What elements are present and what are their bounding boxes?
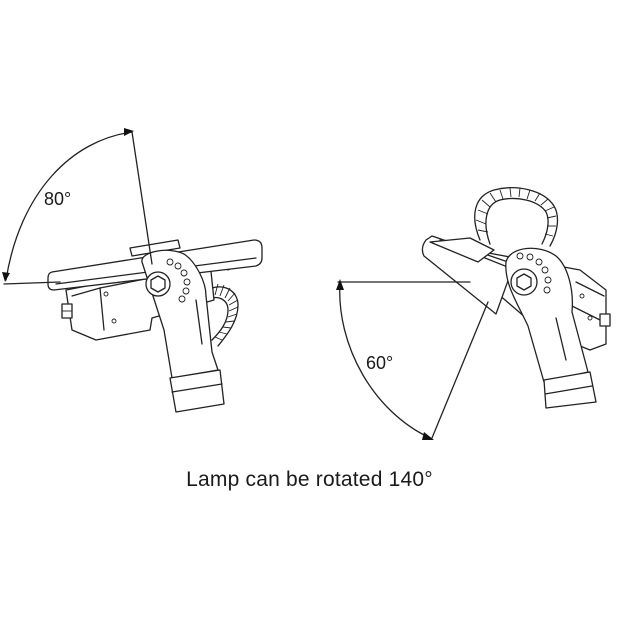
left-lamp [47, 239, 263, 413]
right-lamp [421, 187, 611, 409]
left-angle-label: 80° [44, 189, 72, 209]
diagram-caption: Lamp can be rotated 140° [186, 468, 433, 491]
left-angle-indicator [2, 128, 153, 285]
right-angle-label: 60° [366, 353, 394, 373]
right-angle-indicator [336, 279, 489, 440]
